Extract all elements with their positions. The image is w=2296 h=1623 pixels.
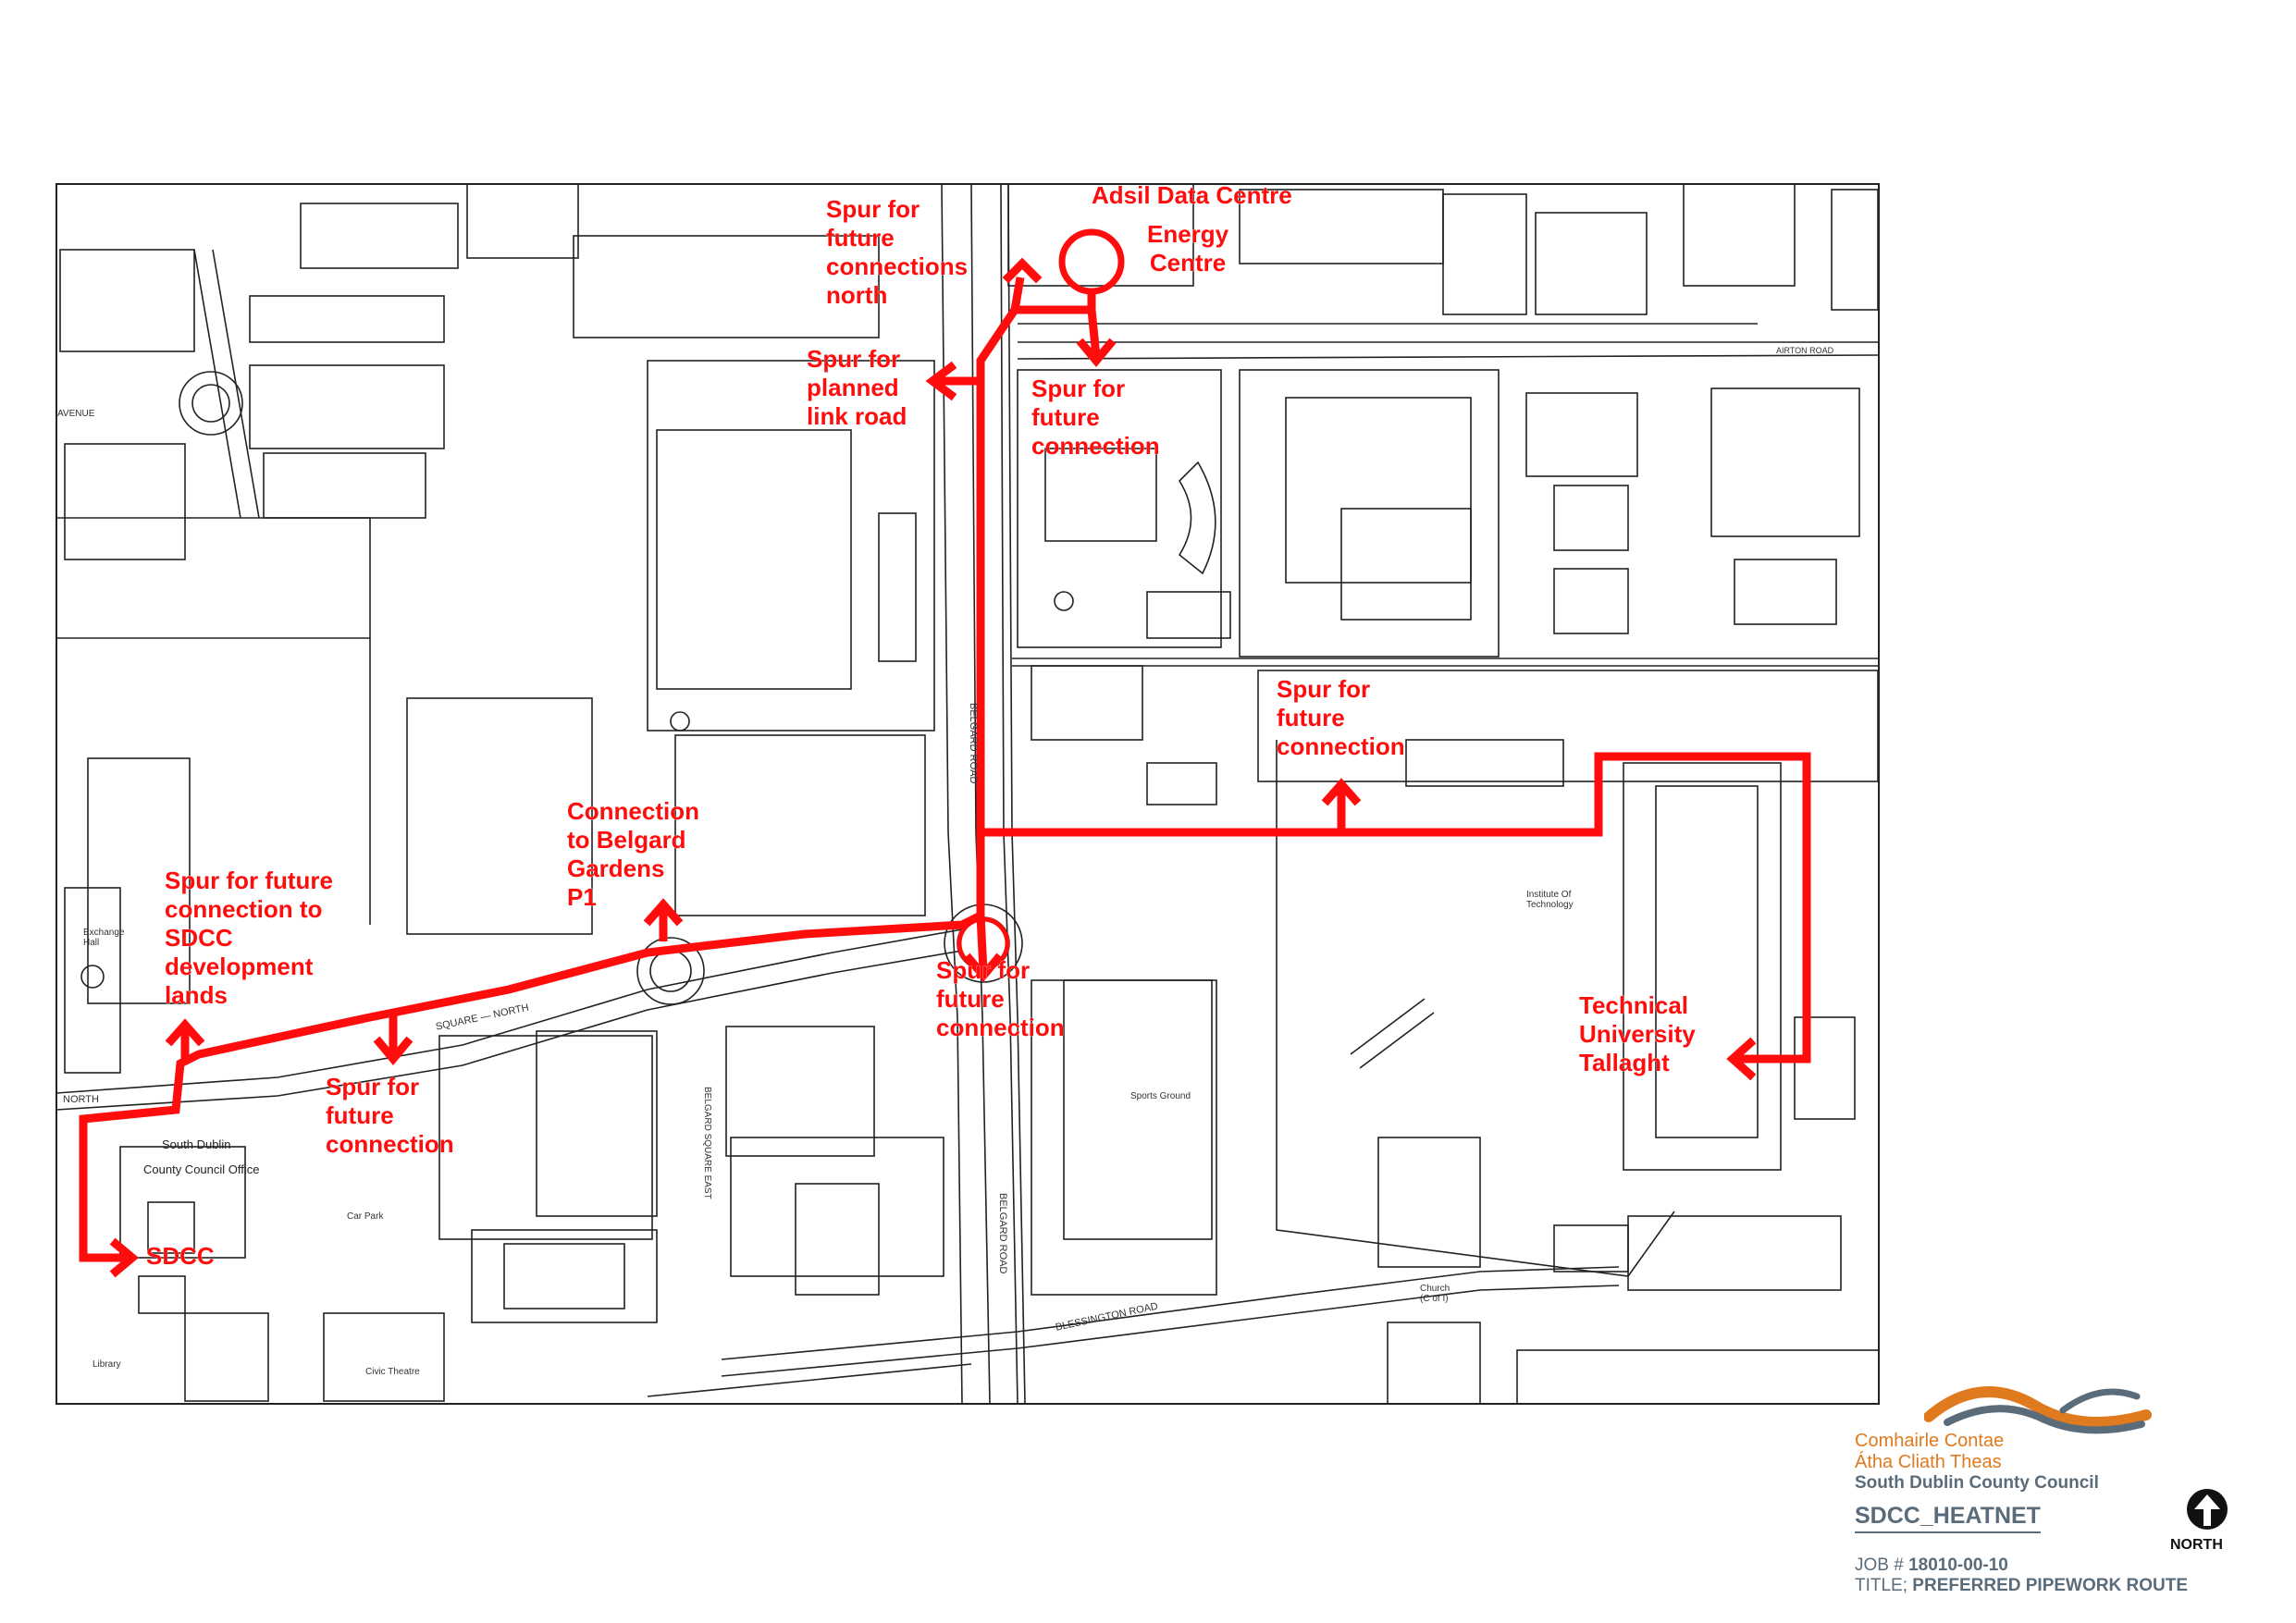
- council-logo: [1924, 1386, 2152, 1434]
- council-irish-line1: Comhairle Contae: [1855, 1431, 2005, 1451]
- job-number-line: JOB # 18010-00-10: [1855, 1555, 2008, 1576]
- pipework-route: [79, 228, 1811, 1262]
- label-belgard-gardens: Connection to Belgard Gardens P1: [567, 797, 700, 912]
- base-linework: [56, 184, 1879, 1404]
- belgard-road-label-2: BELGARD ROAD: [997, 1193, 1008, 1274]
- label-spur-north: Spur for future connections north: [826, 195, 969, 310]
- job-number: 18010-00-10: [1908, 1555, 2008, 1575]
- label-spur-future-center: Spur for future connection: [936, 956, 1065, 1042]
- sports-ground-label: Sports Ground: [1130, 1091, 1191, 1101]
- church-label: Church (C of I): [1420, 1284, 1450, 1304]
- north-arrow-icon: [2187, 1489, 2228, 1530]
- north-road-label: NORTH: [63, 1094, 99, 1105]
- title-text: PREFERRED PIPEWORK ROUTE: [1912, 1576, 2188, 1595]
- county-council-office-label: County Council Office: [143, 1162, 260, 1176]
- map-frame: [56, 183, 1880, 1405]
- label-spur-sdcc-dev: Spur for future connection to SDCC devel…: [165, 867, 334, 1010]
- job-prefix: JOB #: [1855, 1555, 1904, 1575]
- library-label: Library: [93, 1359, 121, 1370]
- label-energy-centre: Energy Centre: [1147, 220, 1229, 277]
- center-roundabout-ring: [957, 916, 1010, 970]
- label-adsil-data-centre: Adsil Data Centre: [1092, 181, 1292, 210]
- council-irish-line2: Átha Cliath Theas: [1855, 1452, 2002, 1472]
- south-dublin-label: South Dublin: [162, 1137, 231, 1151]
- institute-label: Institute Of Technology: [1526, 890, 1574, 910]
- label-spur-future-south: Spur for future connection: [326, 1073, 454, 1159]
- label-spur-future-1: Spur for future connection: [1031, 375, 1160, 461]
- left-roundabout: [652, 953, 689, 990]
- council-english: South Dublin County Council: [1855, 1473, 2099, 1493]
- exchange-hall-label: Exchange Hall: [83, 928, 125, 948]
- title-line: TITLE; PREFERRED PIPEWORK ROUTE: [1855, 1576, 2188, 1596]
- label-spur-link-road: Spur for planned link road: [807, 345, 907, 431]
- airton-road-label: AIRTON ROAD: [1776, 346, 1834, 355]
- avenue-label: AVENUE: [57, 409, 95, 419]
- belgard-square-east-label: BELGARD SQUARE EAST: [702, 1087, 712, 1199]
- title-prefix: TITLE;: [1855, 1576, 1908, 1595]
- label-tu-tallaght: Technical University Tallaght: [1579, 991, 1696, 1077]
- civic-theatre-label: Civic Theatre: [365, 1367, 420, 1377]
- label-spur-future-east: Spur for future connection: [1277, 675, 1405, 761]
- project-name: SDCC_HEATNET: [1855, 1503, 2041, 1533]
- north-arrow-label: NORTH: [2170, 1537, 2223, 1553]
- belgard-road-label-1: BELGARD ROAD: [968, 703, 979, 784]
- title-block: Comhairle Contae Átha Cliath Theas South…: [1850, 1378, 2276, 1600]
- label-sdcc: SDCC: [146, 1242, 215, 1271]
- car-park-label: Car Park: [347, 1211, 384, 1222]
